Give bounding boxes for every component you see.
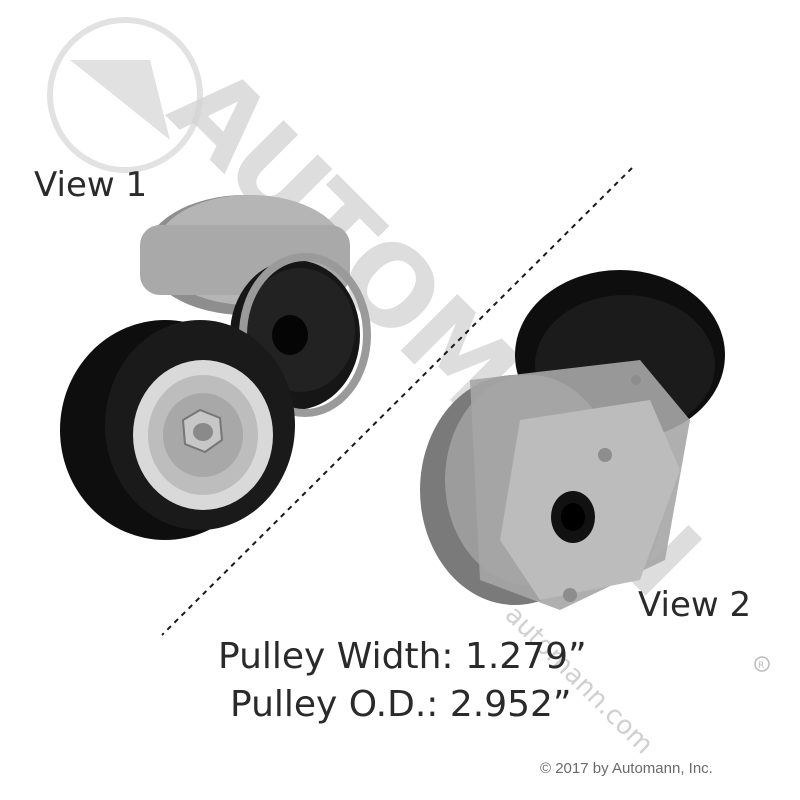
pulley-width-spec: Pulley Width: 1.279” (218, 636, 587, 677)
copyright-notice: © 2017 by Automann, Inc. (540, 760, 713, 777)
view-2-label: View 2 (638, 585, 752, 625)
view-1-label: View 1 (34, 165, 148, 205)
pulley-od-spec: Pulley O.D.: 2.952” (230, 684, 572, 725)
svg-text:R: R (758, 661, 764, 671)
